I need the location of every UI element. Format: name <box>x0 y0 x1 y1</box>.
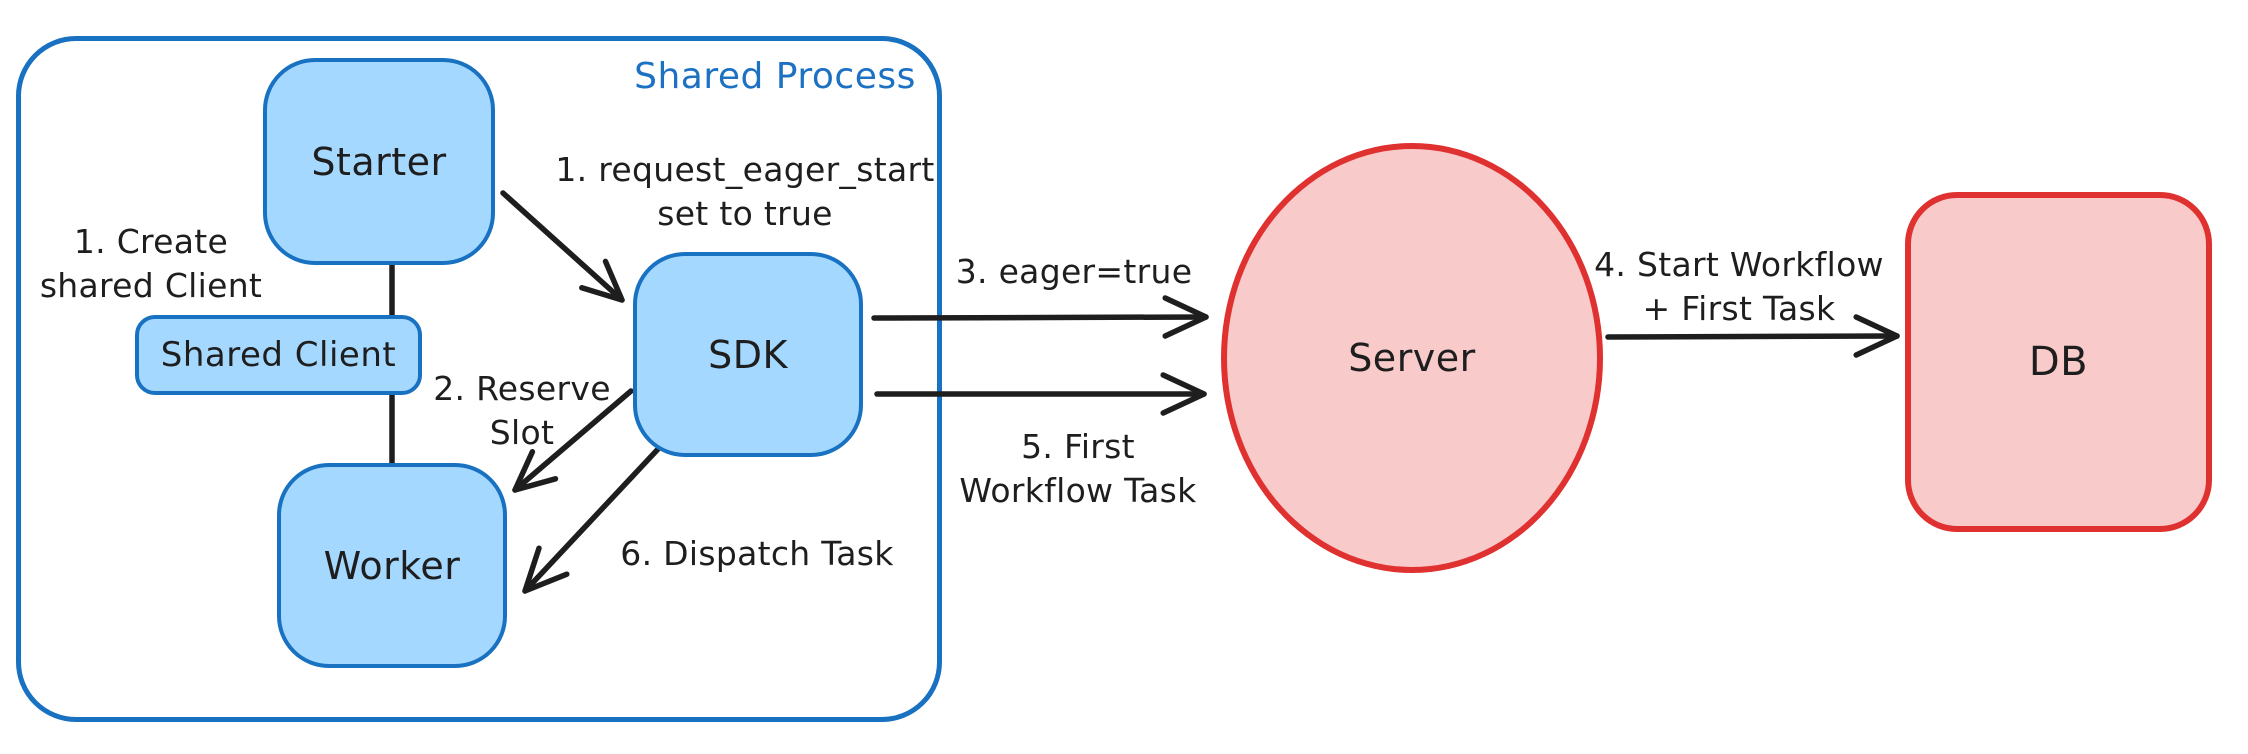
annotation-first-workflow-task: 5. First Workflow Task <box>959 427 1197 510</box>
sdk-node-label: SDK <box>708 332 788 377</box>
shared-process-group-label: Shared Process <box>634 56 916 97</box>
arrow-server-to-db <box>1605 333 1900 340</box>
sdk-node: SDK <box>633 252 863 457</box>
annotation-dispatch-task: 6. Dispatch Task <box>620 534 894 573</box>
db-node-label: DB <box>2028 339 2089 385</box>
shared-client-node-label: Shared Client <box>160 335 397 375</box>
shared-client-node: Shared Client <box>135 315 422 395</box>
arrowhead-sdk-to-worker-reserve <box>512 449 559 493</box>
arrowhead-starter-to-sdk <box>579 258 625 303</box>
annotation-create-shared-client: 1. Create shared Client <box>39 222 263 305</box>
worker-node-label: Worker <box>323 543 461 588</box>
server-node: Server <box>1221 143 1603 573</box>
shared-process-group-box <box>16 36 942 722</box>
arrow-sdk-to-worker-dispatch <box>522 445 662 594</box>
arrowhead-sdk-to-worker-dispatch <box>522 545 570 594</box>
annotation-eager-true: 3. eager=true <box>955 252 1193 291</box>
db-node: DB <box>1905 192 2212 532</box>
arrowhead-server-to-db <box>1853 314 1900 358</box>
server-node-label: Server <box>1348 336 1476 380</box>
arrow-sdk-to-server-eager <box>871 314 1209 321</box>
starter-node-label: Starter <box>311 139 447 184</box>
annotation-start-workflow: 4. Start Workflow + First Task <box>1594 245 1884 328</box>
arrow-sdk-to-worker-reserve <box>512 388 634 493</box>
starter-node: Starter <box>263 58 495 265</box>
arrowhead-sdk-to-server-first-task <box>1160 372 1207 416</box>
annotation-reserve-slot: 2. Reserve Slot <box>433 369 611 452</box>
annotation-request-eager-start: 1. request_eager_start set to true <box>555 150 935 233</box>
worker-node: Worker <box>277 463 507 668</box>
arrow-starter-to-sdk <box>500 190 625 303</box>
arrowhead-sdk-to-server-eager <box>1162 295 1209 339</box>
